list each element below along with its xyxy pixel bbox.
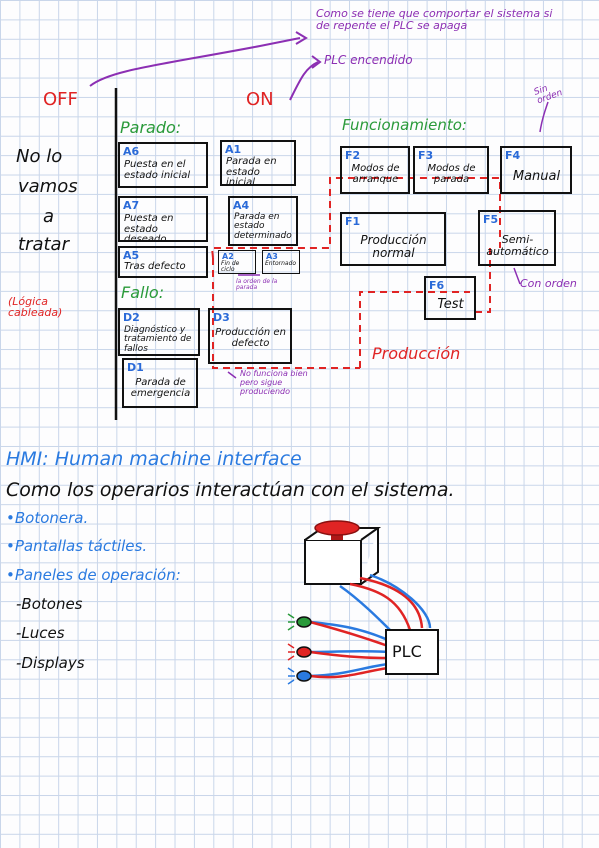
state-label: Entornado <box>265 260 297 267</box>
state-code: A2 <box>222 252 234 261</box>
sub-item-luces: -Luces <box>16 624 65 642</box>
state-code: A4 <box>233 199 250 212</box>
parado-title: Parado: <box>120 118 182 137</box>
state-F6: F6 Test <box>424 276 476 320</box>
fallo-title: Fallo: <box>121 283 165 302</box>
state-A2: A2 Fin de ciclo <box>218 250 256 274</box>
plc-on-note: PLC encendido <box>324 53 413 67</box>
state-label: Parada en estado inicial <box>226 156 277 188</box>
state-label: Tras defecto <box>124 261 186 272</box>
no-lo-line-3: a <box>43 206 55 227</box>
bullet-pantallas: •Pantallas táctiles. <box>6 537 148 555</box>
no-lo-line-1: No lo <box>16 146 63 167</box>
state-code: F1 <box>345 215 361 228</box>
state-code: F3 <box>418 149 434 162</box>
state-label: Fin de ciclo <box>221 260 240 274</box>
state-D2: D2 Diagnóstico y tratamiento de fallos <box>118 308 200 356</box>
sub-item-botones: -Botones <box>16 595 83 613</box>
state-D3: D3 Producción en defecto <box>208 308 292 364</box>
state-F4: F4 Manual <box>500 146 572 194</box>
state-code: D3 <box>213 311 230 324</box>
orden-parada-note: la orden de la parada <box>236 278 278 291</box>
plc-label: PLC <box>392 642 422 661</box>
state-code: F2 <box>345 149 361 162</box>
state-A7: A7 Puesta en estado deseado <box>118 196 208 245</box>
state-code: D1 <box>127 361 144 374</box>
state-label: Puesta en el estado inicial <box>124 159 191 181</box>
logica-cableada: (Lógica cableada) <box>8 295 63 319</box>
bullet-paneles: •Paneles de operación: <box>6 566 181 584</box>
plc-box <box>385 629 439 675</box>
state-F5: F5 Semi-automático <box>478 210 556 266</box>
on-note-arrow <box>289 61 319 101</box>
state-code: A1 <box>225 143 242 156</box>
state-A5: A5 Tras defecto <box>118 246 208 278</box>
state-label: Parada de emergencia <box>130 377 191 399</box>
state-code: F5 <box>483 213 499 226</box>
state-F1: F1 Producción normal <box>340 212 446 266</box>
state-label: Test <box>437 297 464 312</box>
state-code: D2 <box>123 311 140 324</box>
state-A6: A6 Puesta en el estado inicial <box>118 142 208 188</box>
no-lo-line-2: vamos <box>18 176 78 197</box>
state-A1: A1 Parada en estado inicial <box>220 140 296 188</box>
no-lo-line-4: tratar <box>18 234 69 255</box>
off-label: OFF <box>43 89 78 110</box>
state-code: A5 <box>123 249 140 262</box>
state-code: A7 <box>123 199 140 212</box>
state-label: Producción normal <box>360 233 427 260</box>
state-code: A6 <box>123 145 140 158</box>
funcionamiento-title: Funcionamiento: <box>342 116 467 134</box>
state-label: Modos de arranque <box>351 163 400 185</box>
no-funciona-note: No funciona bien pero sigue produciendo <box>240 369 308 396</box>
con-orden-note: Con orden <box>520 277 577 290</box>
state-D1: D1 Parada de emergencia <box>122 358 198 408</box>
produccion-title: Producción <box>372 344 461 363</box>
state-label: Producción en defecto <box>215 327 286 349</box>
off-note-arrow <box>89 37 301 87</box>
state-F3: F3 Modos de parada <box>413 146 489 194</box>
state-A4: A4 Parada en estado determinado <box>228 196 298 246</box>
state-label: Puesta en estado deseado <box>124 213 174 245</box>
on-label: ON <box>246 89 274 110</box>
red-dashed-paths <box>210 177 501 369</box>
state-label: Modos de parada <box>427 163 476 185</box>
plc-off-note: Como se tiene que comportar el sistema s… <box>316 7 553 32</box>
state-code: F6 <box>429 279 445 292</box>
state-F2: F2 Modos de arranque <box>340 146 410 194</box>
bullet-botonera: •Botonera. <box>6 509 89 527</box>
state-label: Manual <box>512 169 561 184</box>
state-label: Diagnóstico y tratamiento de fallos <box>124 325 192 354</box>
state-code: A3 <box>266 252 278 261</box>
emergency-button-drawing <box>304 520 382 585</box>
state-label: Parada en estado determinado <box>234 212 292 241</box>
sub-item-displays: -Displays <box>16 654 85 672</box>
hmi-subtitle: Como los operarios interactúan con el si… <box>6 479 455 501</box>
hmi-title: HMI: Human machine interface <box>6 448 302 470</box>
sin-orden-arrow <box>539 101 549 133</box>
state-code: F4 <box>505 149 521 162</box>
state-A3: A3 Entornado <box>262 250 300 274</box>
indicator-lights <box>287 613 312 685</box>
plc-wires <box>309 573 432 679</box>
state-label: Semi-automático <box>486 233 549 258</box>
